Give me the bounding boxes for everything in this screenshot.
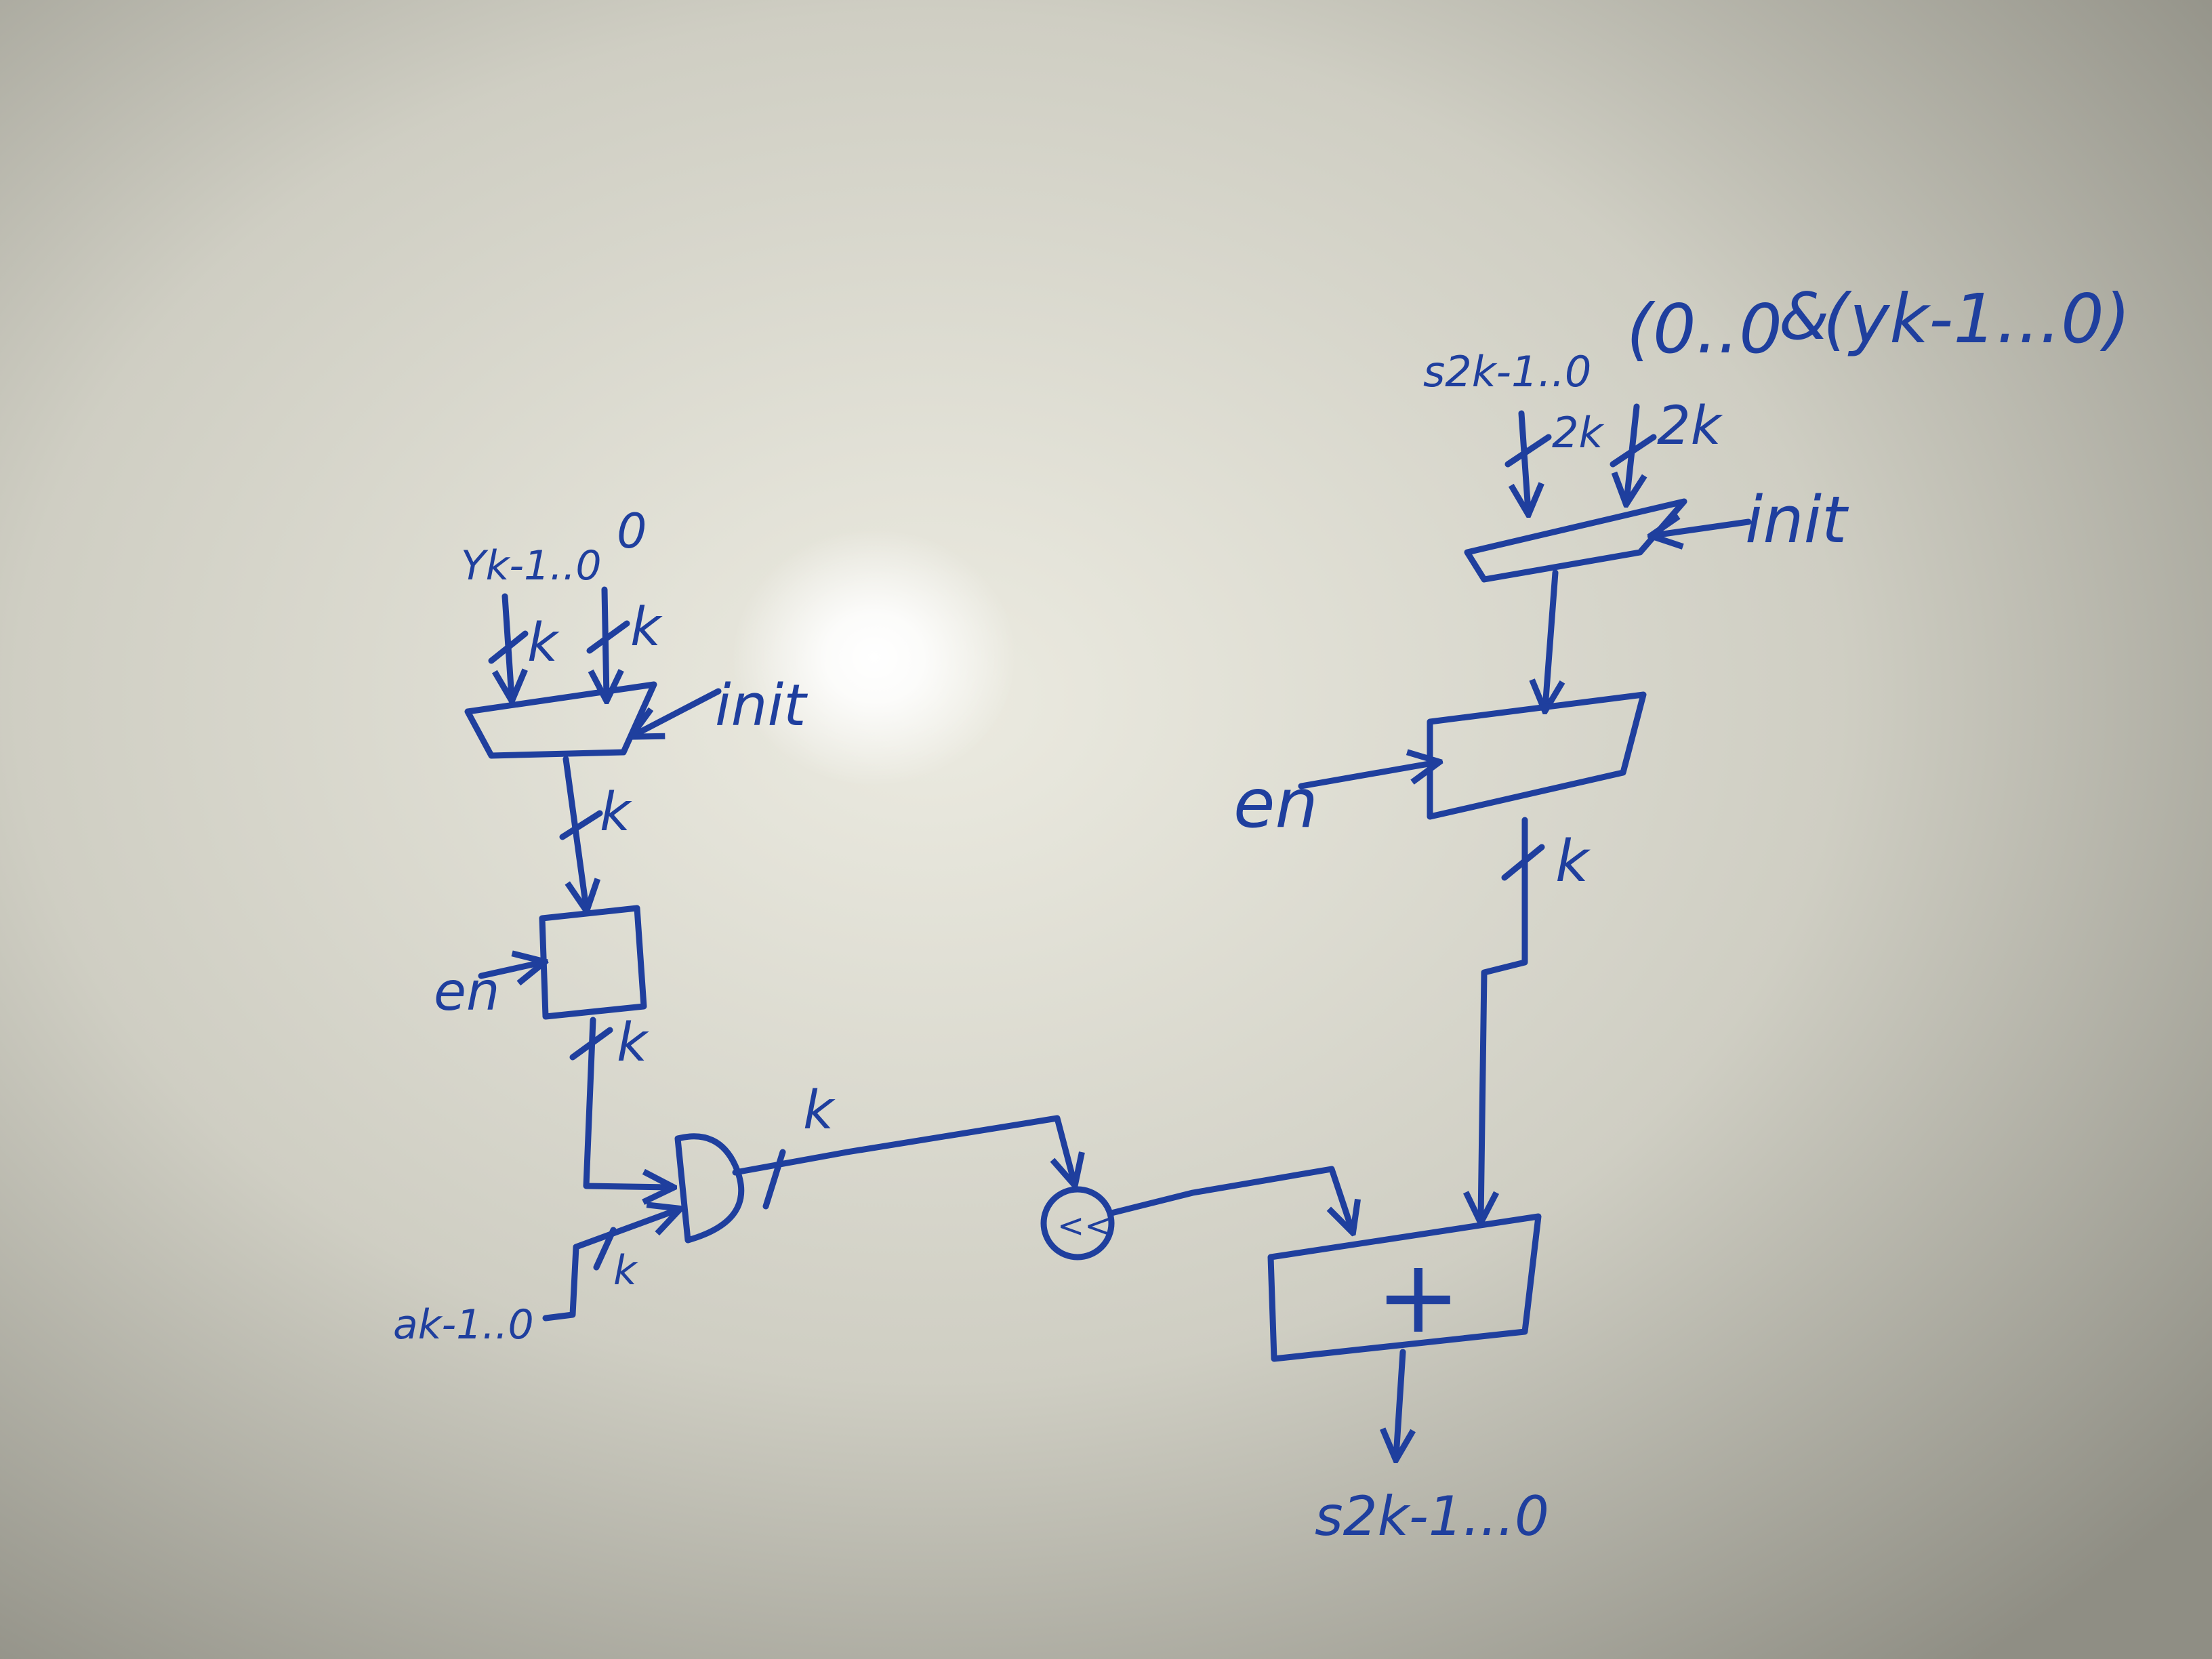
label-adder-op: + xyxy=(1376,1238,1461,1356)
label-k-a-input: k xyxy=(613,1247,638,1294)
wire-adder-out xyxy=(1396,1349,1403,1457)
label-k-reg-adder: k xyxy=(1555,828,1591,895)
slash-y-input xyxy=(488,630,529,664)
label-init-right: init xyxy=(1745,483,1849,558)
wire-mux-to-reg-right xyxy=(1545,569,1555,708)
wire-reg-to-and xyxy=(583,1017,671,1187)
label-en-right: en xyxy=(1233,764,1318,843)
slash-y-const xyxy=(586,620,630,654)
label-init-left: init xyxy=(715,672,808,739)
slash-s-feedback xyxy=(1504,434,1552,468)
wire-init-right xyxy=(1654,522,1752,535)
slash-and-shift xyxy=(762,1149,786,1210)
wire-en-right xyxy=(1298,762,1437,790)
label-k-mux-reg-left: k xyxy=(600,782,632,843)
wire-init-left xyxy=(634,688,722,735)
label-k-and-shift: k xyxy=(803,1080,836,1141)
register-right xyxy=(1427,691,1647,820)
adder-box xyxy=(1267,1213,1542,1362)
label-concat-expr2: (yk-1...0) xyxy=(1823,279,2131,359)
slash-reg-and xyxy=(569,1027,613,1061)
label-shift-op: << xyxy=(1057,1207,1111,1245)
label-concat-op: & xyxy=(1779,280,1829,354)
shift-operator xyxy=(1040,1186,1115,1261)
label-y-const: 0 xyxy=(617,504,647,559)
wire-reg-to-adder xyxy=(1481,817,1528,1220)
slash-reg-adder xyxy=(1501,844,1545,881)
slash-concat xyxy=(1610,434,1657,468)
wire-a-input xyxy=(542,1210,678,1322)
label-k-reg-and: k xyxy=(617,1012,649,1073)
label-a-input: ak-1..0 xyxy=(393,1301,534,1349)
label-s-output: s2k-1...0 xyxy=(1315,1485,1549,1548)
light-glare xyxy=(732,529,1017,786)
mux-left xyxy=(464,681,657,759)
label-y-input: Yk-1..0 xyxy=(461,542,602,590)
wire-mux-to-reg-left xyxy=(562,756,586,908)
label-concat-expr: (0..0 xyxy=(1626,289,1782,369)
slash-a-input xyxy=(593,1227,617,1271)
label-2k-left: 2k xyxy=(1552,408,1604,457)
label-k-y-input: k xyxy=(527,613,560,674)
wire-en-left xyxy=(478,962,542,976)
slash-mux-reg-left xyxy=(559,810,603,840)
label-s-feedback: s2k-1..0 xyxy=(1423,347,1591,396)
wire-y-const xyxy=(605,586,607,698)
label-en-left: en xyxy=(434,962,499,1023)
mux-right xyxy=(1464,498,1687,583)
label-k-y-const: k xyxy=(630,597,663,658)
wire-shift-to-adder xyxy=(1108,1166,1352,1230)
wire-and-to-shift xyxy=(732,1115,1074,1183)
wire-s-feedback-in xyxy=(1521,410,1528,512)
label-2k-right: 2k xyxy=(1657,396,1723,457)
